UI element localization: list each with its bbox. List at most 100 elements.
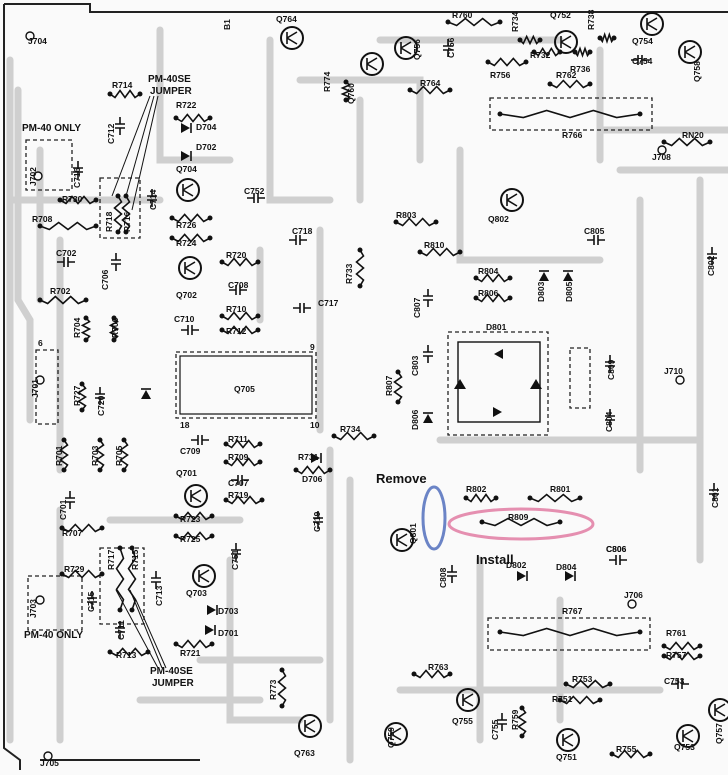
transistor-q756 xyxy=(394,36,418,60)
capacitor-c801 xyxy=(709,483,719,501)
label-c807: C807 xyxy=(412,297,422,318)
jumper-leader-lines xyxy=(111,95,167,669)
label-r726: R726 xyxy=(176,220,197,230)
resistor-r802 xyxy=(463,493,499,503)
resistor-r757 xyxy=(661,651,703,661)
resistor-r774 xyxy=(340,79,352,103)
transistor-q760 xyxy=(360,52,384,76)
label-d801: D801 xyxy=(486,322,507,332)
capacitor-c804 xyxy=(605,409,615,427)
capacitor-c755 xyxy=(497,713,507,731)
transistor-q758 xyxy=(678,40,702,64)
label-d805: D805 xyxy=(564,281,574,302)
label-c804: C804 xyxy=(604,411,614,432)
bridge-diode xyxy=(454,379,466,389)
label-r764: R764 xyxy=(420,78,441,88)
connector-j706 xyxy=(627,599,637,609)
label-c710: C710 xyxy=(174,314,195,324)
transistor-q753 xyxy=(676,724,700,748)
label-r718: R718 xyxy=(104,211,114,232)
label-c806: C806 xyxy=(606,544,627,554)
resistor-r710 xyxy=(219,311,261,321)
transistor-q764 xyxy=(280,26,304,50)
label-c809: C809 xyxy=(606,359,616,380)
label-c751: C751 xyxy=(230,549,240,570)
label-r804: R804 xyxy=(478,266,499,276)
label-q757: Q757 xyxy=(714,723,724,744)
resistor-r809 xyxy=(479,517,563,527)
label-r703: R703 xyxy=(90,445,100,466)
label-c752: C752 xyxy=(244,186,265,196)
resistor-r751 xyxy=(557,695,603,705)
resistor-r738 xyxy=(597,31,617,45)
label-r727: R727 xyxy=(72,385,82,406)
diode-d702 xyxy=(181,151,192,161)
capacitor-c751 xyxy=(231,543,241,561)
connector-j704 xyxy=(25,31,35,41)
resistor-r734 xyxy=(517,34,543,46)
label-d706: D706 xyxy=(302,474,323,484)
resistor-r704 xyxy=(80,315,92,343)
label-r733: R733 xyxy=(344,263,354,284)
bridge-diode xyxy=(493,407,502,417)
label-c756: C756 xyxy=(446,37,456,58)
resistor-r767 xyxy=(497,627,643,637)
transistor-q757 xyxy=(708,698,728,722)
label-r722: R722 xyxy=(176,100,197,110)
diode-d806 xyxy=(423,412,433,423)
label-q751: Q751 xyxy=(556,752,577,762)
capacitor-c707 xyxy=(231,475,249,485)
resistor-r722 xyxy=(173,113,213,123)
transistor-q754 xyxy=(640,12,664,36)
transistor-q763 xyxy=(298,714,322,738)
label-j701: J701 xyxy=(30,379,40,398)
transistor-q801 xyxy=(390,528,414,552)
text-notes: Remove Install PM-40SE JUMPER PM-40SE JU… xyxy=(22,19,514,689)
label-c712: C712 xyxy=(106,123,116,144)
label-d701: D701 xyxy=(218,628,239,638)
label-r721: R721 xyxy=(180,648,201,658)
label-c706: C706 xyxy=(100,269,110,290)
connector-j708 xyxy=(657,145,667,155)
connector-j705 xyxy=(43,751,53,761)
label-r806: R806 xyxy=(478,288,499,298)
bridge-diode xyxy=(530,379,542,389)
label-q763: Q763 xyxy=(294,748,315,758)
resistor-r755 xyxy=(609,749,653,759)
capacitor-c752 xyxy=(247,193,265,203)
resistor-r766 xyxy=(497,109,643,119)
pin-10-label: 10 xyxy=(310,420,320,430)
label-r774: R774 xyxy=(322,71,332,92)
label-q753: Q753 xyxy=(674,742,695,752)
label-c718: C718 xyxy=(292,226,313,236)
capacitor-c709 xyxy=(191,435,209,445)
resistor-r804 xyxy=(473,273,513,283)
resistor-r724 xyxy=(169,233,213,243)
label-r710: R710 xyxy=(226,304,247,314)
diode-d704 xyxy=(181,123,192,133)
label-d703: D703 xyxy=(218,606,239,616)
label-r717: R717 xyxy=(106,549,116,570)
label-r712: R712 xyxy=(226,326,247,336)
label-q801: Q801 xyxy=(408,523,418,544)
resistor-r712 xyxy=(219,325,261,335)
capacitor-c756 xyxy=(443,39,453,57)
resistor-r702 xyxy=(37,295,89,305)
label-c714: C714 xyxy=(148,189,158,210)
label-r767: R767 xyxy=(562,606,583,616)
label-c720: C720 xyxy=(96,395,106,416)
capacitor-c701 xyxy=(65,491,75,509)
label-q752: Q752 xyxy=(550,10,571,20)
resistor-r760 xyxy=(445,17,503,27)
label-j702: J702 xyxy=(28,167,38,186)
resistor-r731 xyxy=(293,465,333,475)
capacitor-c711 xyxy=(115,621,125,639)
label-j705: J705 xyxy=(40,758,59,768)
label-r759: R759 xyxy=(510,709,520,730)
label-r725: R725 xyxy=(180,534,201,544)
label-q764: Q764 xyxy=(276,14,297,24)
capacitor-c803 xyxy=(423,345,433,363)
remove-highlight xyxy=(421,485,447,551)
